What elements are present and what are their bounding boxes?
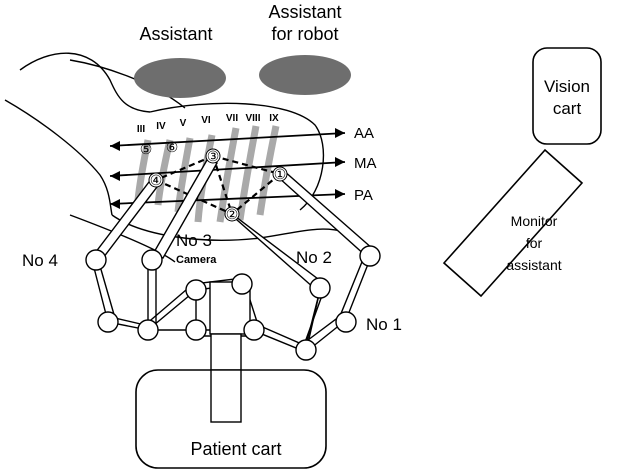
patient-cart-label: Patient cart: [190, 439, 281, 459]
monitor-label-line3: assistant: [506, 257, 561, 273]
assistant-for-robot-position-shape: [259, 55, 351, 95]
aa-line: [109, 132, 346, 147]
port-6-label: ⑥: [166, 139, 179, 155]
rib-stripe-8: [236, 125, 260, 221]
monitor-box: [442, 148, 584, 298]
port-1-label: ①: [274, 166, 287, 182]
port-3-label: ③: [207, 148, 220, 164]
port-2-circle: [224, 206, 240, 222]
instrument-shafts: [90, 159, 375, 289]
port-4-circle: [148, 172, 164, 188]
arm-no1-label: No 1: [366, 315, 402, 334]
aa-arrow-right: [335, 128, 345, 138]
rib-labels: III IV V VI VII VIII IX: [137, 113, 279, 135]
rib-stripe-7: [216, 127, 240, 223]
arm-no3-camera-label: Camera: [176, 254, 217, 266]
monitor-label-line1: Monitor: [511, 213, 558, 229]
rib-label-9: IX: [269, 113, 279, 124]
rib-stripe-9: [256, 125, 280, 216]
rib-label-4: IV: [156, 121, 166, 132]
port-3-circle: [205, 148, 221, 164]
shaft-no1: [276, 170, 375, 257]
rib-label-5: V: [180, 118, 187, 129]
assistant-for-robot-label-line1: Assistant: [268, 2, 341, 22]
arm-no4-label: No 4: [22, 251, 58, 270]
port-markers: ① ② ③ ④ ⑤ ⑥: [140, 139, 288, 222]
patient-body-outline: [4, 52, 346, 263]
arm-no3-label: No 3: [176, 231, 212, 250]
port-1-circle: [272, 166, 288, 182]
pa-label: PA: [354, 187, 373, 204]
pa-arrow-right: [335, 189, 345, 199]
arm-joints: [85, 245, 381, 361]
rib-label-6: VI: [201, 115, 211, 126]
rib-label-7: VII: [226, 113, 238, 124]
arm-no2-label: No 2: [296, 248, 332, 267]
monitor-label-line2: for: [526, 235, 543, 251]
assistant-position-shape: [134, 58, 226, 98]
vision-cart-box: [532, 47, 602, 145]
cart-column-inner: [210, 369, 242, 423]
ma-label: MA: [354, 155, 377, 172]
rib-stripe-5: [174, 137, 194, 213]
ribs-group: [134, 125, 280, 223]
vision-cart-label-line2: cart: [553, 99, 582, 118]
shaft-no4: [90, 177, 162, 263]
port-4-label: ④: [150, 172, 163, 188]
port-2-label: ②: [226, 206, 239, 222]
assistant-label: Assistant: [139, 24, 212, 44]
assistant-for-robot-label-line2: for robot: [271, 24, 338, 44]
ma-arrow-right: [335, 157, 345, 167]
port-5-label: ⑤: [140, 141, 153, 157]
rib-label-8: VIII: [245, 113, 260, 124]
aa-arrow-left: [110, 141, 120, 151]
pa-arrow-left: [110, 199, 120, 209]
ma-arrow-left: [110, 171, 120, 181]
vision-cart-label-line1: Vision: [544, 77, 590, 96]
ma-line: [109, 161, 346, 177]
aa-label: AA: [354, 125, 374, 142]
rib-label-3: III: [137, 124, 146, 135]
